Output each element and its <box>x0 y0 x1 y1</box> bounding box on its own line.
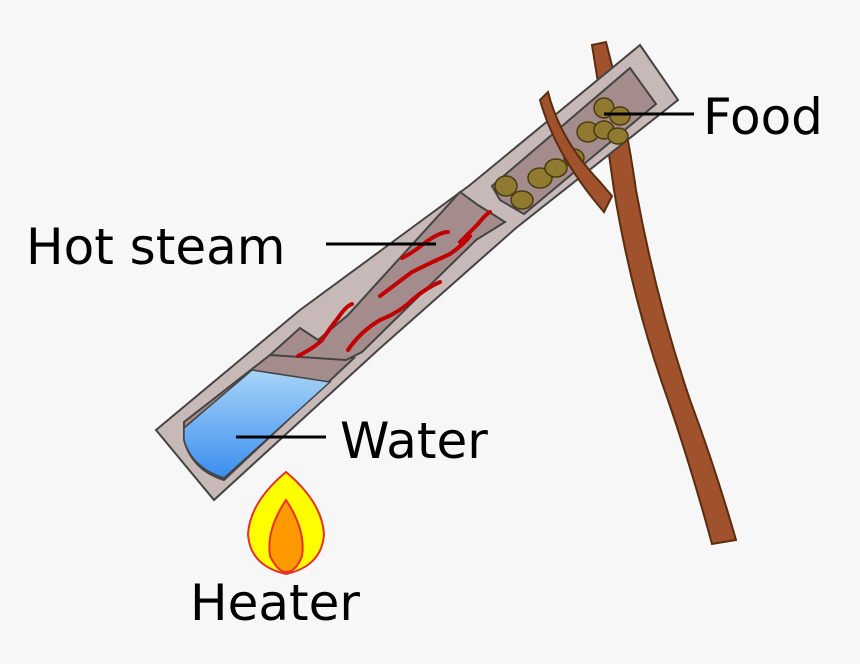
heater-label: Heater <box>190 574 360 632</box>
steam-wave-icon <box>296 210 492 358</box>
food-label: Food <box>703 88 823 146</box>
support-stick-icon <box>590 40 738 546</box>
hot-steam-label: Hot steam <box>26 218 286 276</box>
water-label: Water <box>340 412 488 470</box>
leader-lines <box>236 112 694 439</box>
support-branch <box>538 90 614 214</box>
flame-icon <box>246 470 326 576</box>
water-fill <box>183 369 332 479</box>
